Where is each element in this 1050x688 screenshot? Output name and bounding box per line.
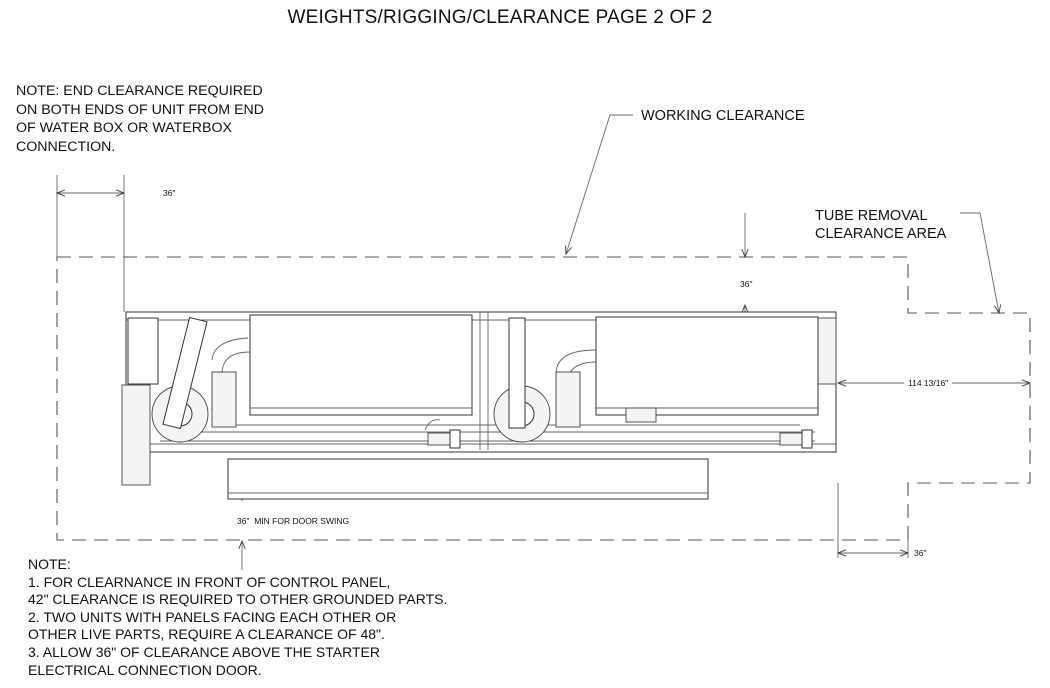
door-swing-label: 36" MIN FOR DOOR SWING — [237, 516, 350, 526]
note-line: 3. ALLOW 36" OF CLEARANCE ABOVE THE STAR… — [28, 643, 380, 660]
working-clearance-leader — [564, 114, 633, 256]
tube-removal-leader — [960, 212, 1002, 315]
note-line: CONNECTION. — [16, 138, 116, 155]
left-waterbox — [121, 384, 151, 486]
unit-skid — [227, 458, 709, 500]
page-title: WEIGHTS/RIGGING/CLEARANCE PAGE 2 OF 2 — [287, 7, 713, 28]
note-line: ON BOTH ENDS OF UNIT FROM END — [16, 101, 265, 118]
note-line: OF WATER BOX OR WATERBOX — [16, 120, 232, 136]
end-clearance-note: NOTE: END CLEARANCE REQUIRED ON BOTH END… — [16, 82, 264, 156]
valve — [427, 432, 451, 446]
control-panel — [249, 314, 473, 416]
note-line: 42" CLEARANCE IS REQUIRED TO OTHER GROUN… — [28, 591, 448, 608]
control-panel — [595, 316, 819, 416]
end-clearance-dimension-label: 36" — [163, 188, 176, 198]
end-clearance-dimension-label-right: 36" — [914, 548, 927, 558]
note-line: NOTE: END CLEARANCE REQUIRED — [16, 83, 263, 99]
note-heading: NOTE: — [28, 556, 71, 572]
tube-removal-dimension-label: 114 13/16" — [904, 378, 953, 388]
note-line: 2. TWO UNITS WITH PANELS FACING EACH OTH… — [28, 608, 397, 625]
clearance-notes: NOTE: 1. FOR CLEARNANCE IN FRONT OF CONT… — [28, 556, 447, 679]
right-waterbox — [817, 317, 837, 385]
tube-removal-label: CLEARANCE AREA — [815, 226, 947, 242]
note-line: 1. FOR CLEARNANCE IN FRONT OF CONTROL PA… — [28, 573, 391, 590]
valve — [779, 432, 803, 446]
top-clearance-dimension-label: 36" — [740, 279, 753, 289]
chiller-unit — [121, 311, 837, 500]
working-clearance-label: WORKING CLEARANCE — [641, 108, 805, 124]
working-clearance-boundary — [56, 256, 1031, 541]
note-line: OTHER LIVE PARTS, REQUIRE A CLEARANCE OF… — [28, 626, 385, 643]
note-line: ELECTRICAL CONNECTION DOOR. — [28, 661, 262, 678]
tube-removal-label: TUBE REMOVAL — [815, 208, 928, 224]
